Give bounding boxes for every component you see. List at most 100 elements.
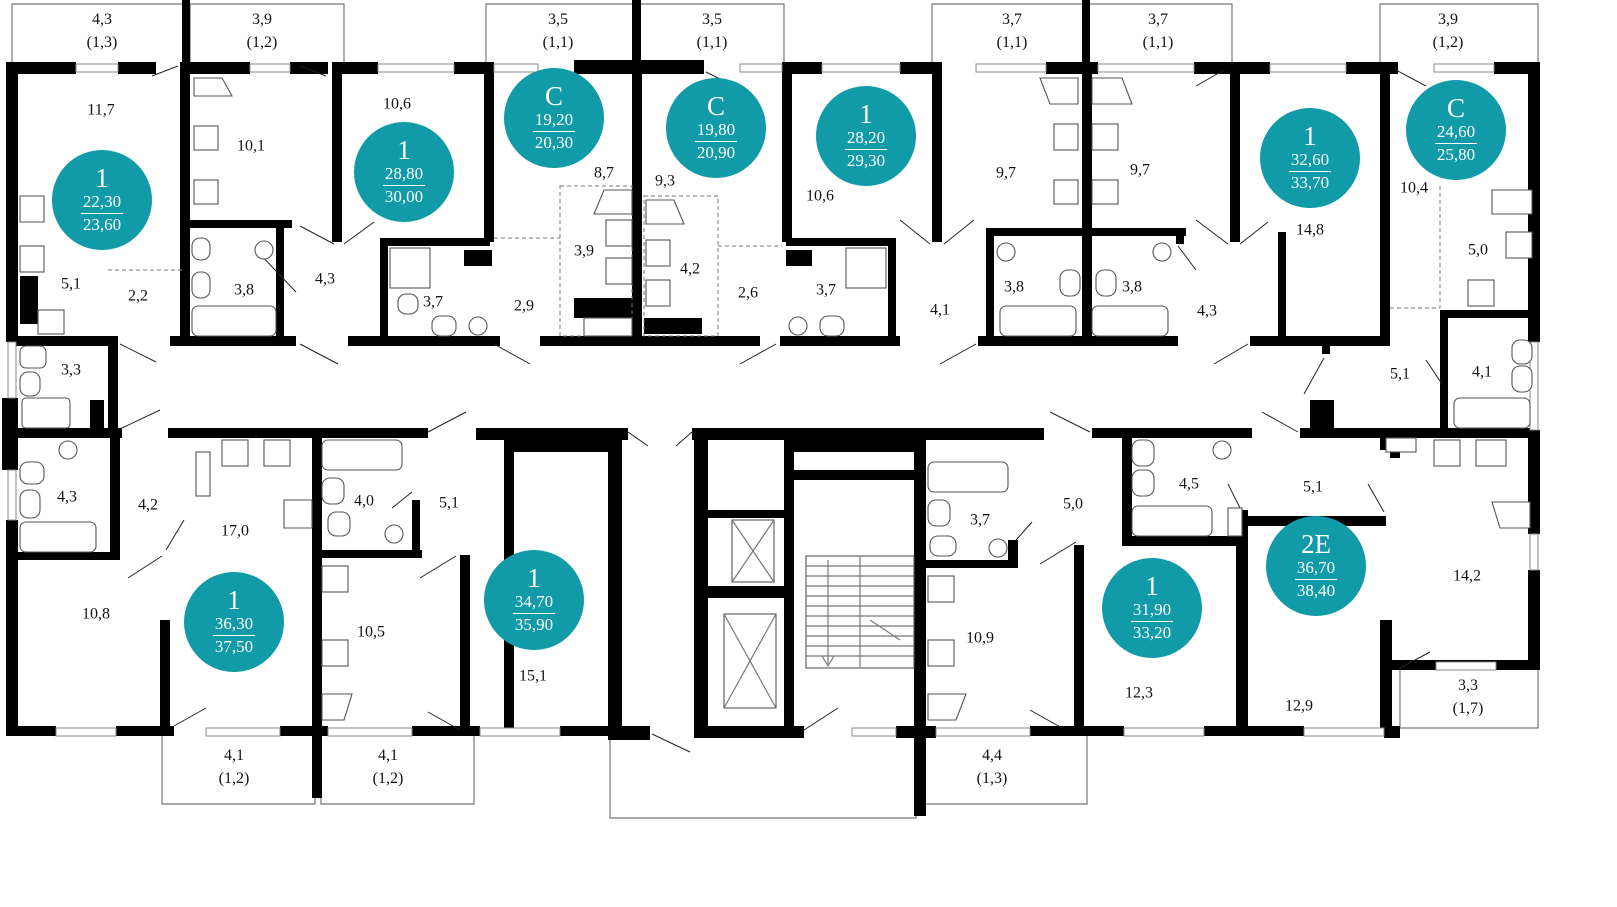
room-area: 14,8: [1296, 221, 1324, 239]
apartment-total-area: 35,90: [514, 614, 554, 634]
balcony-area: 4,1: [378, 746, 398, 764]
balcony-label: 3,5 (1,1): [543, 8, 574, 54]
fixtures: [19, 77, 1533, 721]
apartment-total-area: 23,60: [82, 214, 122, 234]
apartment-living-area: 31,90: [1130, 600, 1174, 622]
balcony-area: 3,9: [1438, 10, 1458, 28]
room-area: 4,3: [1197, 302, 1217, 320]
balcony-label: 3,3(1,7): [1453, 674, 1484, 720]
room-area: 14,2: [1453, 567, 1481, 585]
apartment-type: 1: [397, 134, 411, 165]
balcony-area: 3,9: [252, 10, 272, 28]
room-area: 17,0: [221, 522, 249, 540]
apartment-badge: 1 28,80 30,00: [354, 122, 454, 222]
room-area: 12,9: [1285, 697, 1313, 715]
balcony-reduced-area: (1,2): [1432, 34, 1464, 51]
apartment-badge: С 19,80 20,90: [666, 78, 766, 178]
balcony-label: 3,9 (1,2): [1433, 8, 1464, 54]
apartment-badge: 1 28,20 29,30: [816, 86, 916, 186]
apartment-living-area: 34,70: [512, 592, 556, 614]
balcony-reduced-area: (1,2): [218, 770, 250, 787]
room-area: 3,7: [423, 293, 443, 311]
balcony-area: 4,4: [982, 746, 1002, 764]
balcony-reduced-area: (1,7): [1452, 700, 1484, 717]
apartment-living-area: 28,20: [844, 128, 888, 150]
balcony-label: 3,9(1,2): [247, 8, 278, 54]
apartment-badge: 2Е 36,70 38,40: [1266, 516, 1366, 616]
apartment-badge: С 24,60 25,80: [1406, 80, 1506, 180]
apartment-total-area: 20,90: [696, 142, 736, 162]
apartment-badge: 1 31,90 33,20: [1102, 558, 1202, 658]
room-area: 12,3: [1125, 684, 1153, 702]
room-area: 3,7: [816, 281, 836, 299]
apartment-total-area: 38,40: [1296, 580, 1336, 600]
room-area: 10,1: [237, 137, 265, 155]
apartment-living-area: 32,60: [1288, 150, 1332, 172]
room-area: 4,2: [680, 260, 700, 278]
balcony-label: 4,1 (1,2): [373, 744, 404, 790]
room-area: 4,3: [57, 488, 77, 506]
room-area: 5,1: [1303, 478, 1323, 496]
room-area: 5,1: [61, 275, 81, 293]
room-area: 5,1: [1390, 365, 1410, 383]
apartment-total-area: 33,70: [1290, 172, 1330, 192]
apartment-type: 1: [1145, 570, 1159, 601]
balcony-label: 4,1 (1,2): [219, 744, 250, 790]
apartment-living-area: 19,80: [694, 120, 738, 142]
room-area: 10,8: [82, 605, 110, 623]
balcony-reduced-area: (1,2): [372, 770, 404, 787]
apartment-living-area: 22,30: [80, 192, 124, 214]
apartment-living-area: 28,80: [382, 164, 426, 186]
room-area: 8,7: [594, 164, 614, 182]
apartment-living-area: 24,60: [1434, 122, 1478, 144]
room-area: 4,1: [930, 301, 950, 319]
apartment-living-area: 36,30: [212, 614, 256, 636]
zone-lines: [108, 185, 1441, 337]
room-area: 4,5: [1179, 475, 1199, 493]
room-area: 9,3: [655, 172, 675, 190]
apartment-living-area: 36,70: [1294, 558, 1338, 580]
apartment-type: С: [544, 80, 563, 111]
apartment-badge: 1 34,70 35,90: [484, 550, 584, 650]
balcony-label: 3,5 (1,1): [697, 8, 728, 54]
apartment-total-area: 29,30: [846, 150, 886, 170]
apartment-type: 1: [95, 162, 109, 193]
room-area: 5,0: [1063, 495, 1083, 513]
balcony-reduced-area: (1,3): [86, 34, 118, 51]
room-area: 3,8: [1122, 278, 1142, 296]
stair-elevator-core: [723, 519, 915, 709]
balcony-area: 4,1: [224, 746, 244, 764]
balcony-reduced-area: (1,1): [1142, 34, 1174, 51]
balcony-reduced-area: (1,1): [696, 34, 728, 51]
apartment-type: С: [706, 90, 725, 121]
room-area: 5,0: [1468, 241, 1488, 259]
room-area: 4,1: [1472, 363, 1492, 381]
apartment-type: 1: [859, 98, 873, 129]
apartment-type: 2Е: [1301, 528, 1331, 559]
apartment-type: 1: [527, 562, 541, 593]
apartment-badge: 1 22,30 23,60: [52, 150, 152, 250]
balcony-label: 4,4 (1,3): [977, 744, 1008, 790]
balcony-area: 3,7: [1002, 10, 1022, 28]
room-area: 10,9: [966, 629, 994, 647]
apartment-total-area: 33,20: [1132, 622, 1172, 642]
room-area: 11,7: [87, 101, 115, 119]
apartment-badge: С 19,20 20,30: [504, 68, 604, 168]
room-area: 10,4: [1400, 179, 1428, 197]
apartment-badge: 1 36,30 37,50: [184, 572, 284, 672]
room-area: 2,9: [514, 297, 534, 315]
room-area: 3,3: [61, 361, 81, 379]
room-area: 3,7: [970, 511, 990, 529]
apartment-type: 1: [1303, 120, 1317, 151]
balcony-reduced-area: (1,1): [542, 34, 574, 51]
balcony-reduced-area: (1,1): [996, 34, 1028, 51]
room-area: 2,6: [738, 284, 758, 302]
apartment-type: С: [1446, 92, 1465, 123]
room-area: 5,1: [439, 494, 459, 512]
room-area: 4,0: [354, 492, 374, 510]
balcony-area: 3,5: [548, 10, 568, 28]
apartment-total-area: 30,00: [384, 186, 424, 206]
room-area: 10,6: [383, 95, 411, 113]
balcony-area: 3,5: [702, 10, 722, 28]
balcony-reduced-area: (1,3): [976, 770, 1008, 787]
